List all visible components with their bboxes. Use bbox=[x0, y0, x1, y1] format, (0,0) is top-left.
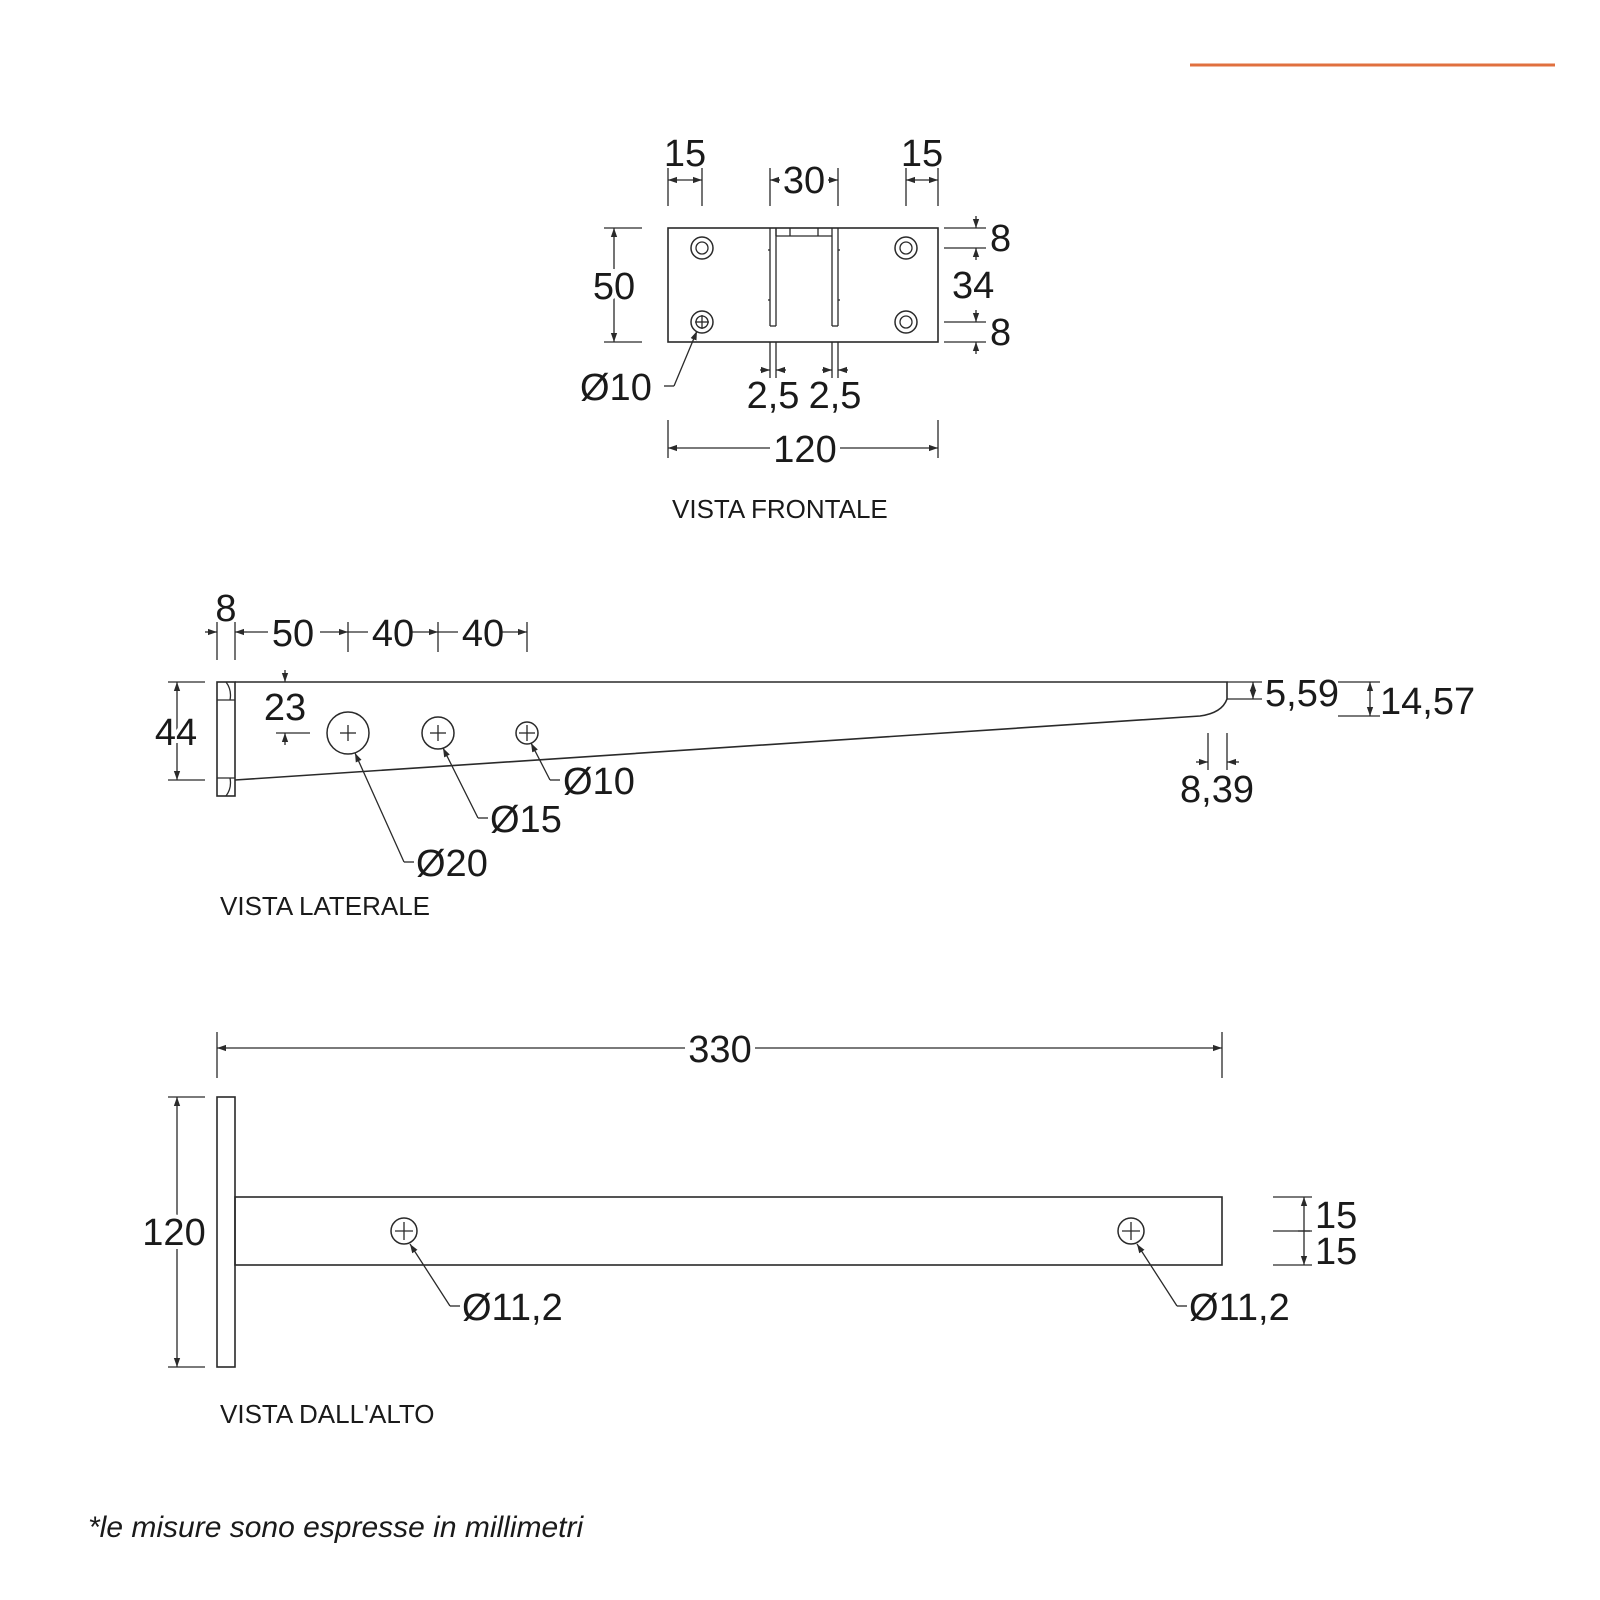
svg-text:Ø11,2: Ø11,2 bbox=[462, 1287, 563, 1329]
svg-text:5,59: 5,59 bbox=[1265, 673, 1339, 715]
top-dim-hole-left: Ø11,2 bbox=[409, 1243, 563, 1329]
svg-text:120: 120 bbox=[773, 429, 836, 471]
svg-text:44: 44 bbox=[155, 712, 197, 754]
front-hole-bottom-left bbox=[690, 310, 714, 334]
side-arm-outline bbox=[234, 681, 1228, 781]
svg-text:14,57: 14,57 bbox=[1380, 681, 1475, 723]
svg-text:Ø10: Ø10 bbox=[580, 367, 652, 409]
top-arm-outline bbox=[234, 1196, 1223, 1266]
side-wall-plate bbox=[216, 681, 236, 797]
svg-text:Ø15: Ø15 bbox=[490, 799, 562, 841]
top-wall-plate bbox=[216, 1096, 236, 1368]
side-hole-small bbox=[515, 721, 539, 745]
front-hole-top-right bbox=[894, 236, 918, 260]
front-dim-width-left: 15 bbox=[664, 133, 706, 206]
front-view: 15 30 15 50 bbox=[580, 133, 1011, 524]
front-dim-width-right: 15 bbox=[901, 133, 943, 206]
front-dim-slots: 2,5 2,5 bbox=[747, 342, 862, 417]
svg-text:23: 23 bbox=[264, 687, 306, 729]
svg-text:8,39: 8,39 bbox=[1180, 769, 1254, 811]
svg-text:34: 34 bbox=[952, 265, 994, 307]
front-hole-top-left bbox=[690, 236, 714, 260]
svg-text:30: 30 bbox=[783, 160, 825, 202]
side-hole-medium bbox=[421, 716, 455, 750]
top-dim-plate-height: 120 bbox=[138, 1096, 210, 1368]
side-dim-hole-medium: Ø15 bbox=[442, 747, 562, 841]
svg-text:15: 15 bbox=[1315, 1195, 1357, 1237]
svg-text:40: 40 bbox=[372, 613, 414, 655]
front-dim-width-center: 30 bbox=[769, 160, 839, 206]
front-channel bbox=[768, 228, 840, 327]
svg-text:40: 40 bbox=[462, 613, 504, 655]
side-dim-chain: 8 50 40 40 bbox=[205, 588, 528, 660]
side-view-label: VISTA LATERALE bbox=[220, 891, 430, 921]
svg-text:120: 120 bbox=[142, 1212, 205, 1254]
front-view-label: VISTA FRONTALE bbox=[672, 494, 888, 524]
front-dim-total-width: 120 bbox=[667, 420, 939, 471]
top-dim-half-widths: 15 15 bbox=[1273, 1195, 1357, 1273]
svg-text:2,5: 2,5 bbox=[747, 375, 800, 417]
top-hole-left bbox=[390, 1217, 418, 1245]
side-dim-height: 44 bbox=[151, 681, 205, 781]
svg-text:8: 8 bbox=[990, 312, 1011, 354]
top-view: 330 120 15 15 Ø11,2 Ø11,2 bbox=[138, 1029, 1357, 1429]
svg-text:8: 8 bbox=[990, 218, 1011, 260]
front-hole-bottom-right bbox=[894, 310, 918, 334]
svg-text:Ø11,2: Ø11,2 bbox=[1189, 1287, 1290, 1329]
svg-text:8: 8 bbox=[215, 588, 236, 630]
front-dim-right-stack: 8 34 8 bbox=[944, 216, 1011, 354]
side-view: 8 50 40 40 44 23 Ø10 Ø15 bbox=[151, 588, 1475, 921]
front-dim-height: 50 bbox=[589, 227, 642, 343]
units-footnote: *le misure sono espresse in millimetri bbox=[88, 1511, 584, 1544]
side-dim-hole-offset: 23 bbox=[264, 670, 310, 745]
svg-text:50: 50 bbox=[593, 266, 635, 308]
side-dim-hole-large: Ø20 bbox=[354, 752, 488, 885]
svg-text:Ø10: Ø10 bbox=[563, 761, 635, 803]
front-dim-hole-diameter: Ø10 bbox=[580, 330, 698, 409]
top-view-label: VISTA DALL'ALTO bbox=[220, 1399, 435, 1429]
svg-text:15: 15 bbox=[664, 133, 706, 175]
side-hole-large bbox=[326, 711, 370, 755]
side-dim-tip: 5,59 14,57 8,39 bbox=[1180, 673, 1475, 811]
svg-text:2,5: 2,5 bbox=[809, 375, 862, 417]
svg-text:15: 15 bbox=[1315, 1231, 1357, 1273]
svg-text:50: 50 bbox=[272, 613, 314, 655]
front-plate-outline bbox=[667, 227, 939, 343]
top-hole-right bbox=[1117, 1217, 1145, 1245]
svg-text:15: 15 bbox=[901, 133, 943, 175]
svg-text:Ø20: Ø20 bbox=[416, 843, 488, 885]
top-dim-hole-right: Ø11,2 bbox=[1136, 1243, 1290, 1329]
side-dim-hole-small: Ø10 bbox=[530, 742, 635, 803]
top-dim-length: 330 bbox=[216, 1029, 1223, 1078]
svg-text:330: 330 bbox=[688, 1029, 751, 1071]
